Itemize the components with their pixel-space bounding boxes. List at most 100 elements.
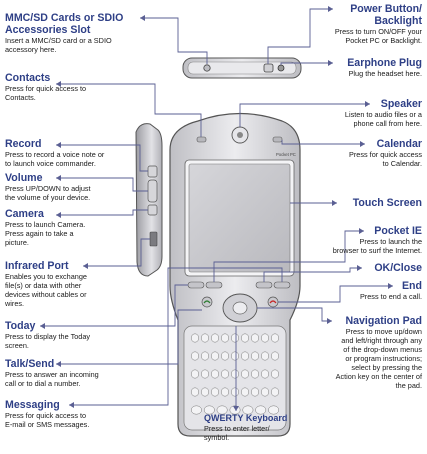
label-record: Record Press to record a voice note or t… <box>5 138 104 168</box>
keyboard-key[interactable] <box>250 333 260 343</box>
leader-camera <box>56 209 148 216</box>
keyboard-key[interactable] <box>240 387 250 397</box>
label-nav-pad-title: Navigation Pad <box>345 315 422 327</box>
keyboard-key[interactable] <box>220 369 230 379</box>
label-nav-pad-desc-1: Press to move up/down <box>345 327 422 336</box>
arrow-messaging <box>69 402 74 408</box>
action-key[interactable] <box>232 301 248 315</box>
keyboard-key[interactable] <box>200 333 210 343</box>
power-button[interactable] <box>263 63 274 73</box>
arrow-volume <box>56 175 61 181</box>
camera-button[interactable] <box>147 204 158 216</box>
keyboard-key[interactable] <box>250 369 260 379</box>
keyboard-key[interactable] <box>190 351 200 361</box>
label-qwerty: QWERTY Keyboard Press to enter letter/ s… <box>204 413 287 442</box>
calendar-button[interactable] <box>272 136 283 143</box>
keyboard-key[interactable] <box>190 387 200 397</box>
label-power-title2: Backlight <box>374 15 422 27</box>
keyboard-key[interactable] <box>216 405 228 415</box>
label-power-title: Power Button/ <box>350 3 422 15</box>
keyboard-key[interactable] <box>240 333 250 343</box>
label-infrared-desc-2: file(s) or data with other <box>5 281 82 290</box>
keyboard-key[interactable] <box>260 387 270 397</box>
keyboard-key[interactable] <box>220 333 230 343</box>
keyboard-key[interactable] <box>250 387 260 397</box>
messaging-key[interactable] <box>273 281 291 289</box>
label-touch-screen-title: Touch Screen <box>352 197 422 209</box>
label-record-title: Record <box>5 138 42 150</box>
label-camera: Camera Press to launch Camera. Press aga… <box>5 208 85 247</box>
label-end-title: End <box>401 280 422 292</box>
label-camera-title: Camera <box>5 208 44 220</box>
keyboard-key[interactable] <box>200 387 210 397</box>
keyboard-key[interactable] <box>210 351 220 361</box>
label-calendar-desc-2: to Calendar. <box>382 159 422 168</box>
label-messaging-desc-1: Press for quick access to <box>5 411 87 420</box>
pocket-ie-key[interactable] <box>205 281 223 289</box>
label-record-desc-2: to launch voice commander. <box>5 159 96 168</box>
label-pocket-ie-desc-1: Press to launch the <box>359 237 422 246</box>
brand-text: Pocket PC <box>276 152 296 157</box>
device-side-view <box>135 123 163 277</box>
keyboard-key[interactable] <box>242 405 254 415</box>
keyboard-key[interactable] <box>240 351 250 361</box>
phone-green-icon <box>203 300 211 304</box>
keyboard-key[interactable] <box>230 369 240 379</box>
label-messaging-desc-2: E-mail or SMS messages. <box>5 420 90 429</box>
volume-button[interactable] <box>147 179 158 203</box>
label-mmc-sd-title: MMC/SD Cards or SDIO <box>5 12 124 24</box>
label-pocket-ie-title: Pocket IE <box>374 225 422 237</box>
leader-end <box>278 285 393 303</box>
keyboard-key[interactable] <box>270 387 280 397</box>
label-volume-title: Volume <box>5 172 43 184</box>
leader-volume <box>56 177 148 192</box>
keyboard-key[interactable] <box>260 369 270 379</box>
label-ok-close-title: OK/Close <box>374 262 422 274</box>
arrow-pocketie <box>359 228 364 234</box>
end-key[interactable] <box>267 296 279 308</box>
touch-screen[interactable] <box>188 163 291 273</box>
keyboard-key[interactable] <box>270 351 280 361</box>
keyboard-key[interactable] <box>190 405 202 415</box>
keyboard-key[interactable] <box>230 333 240 343</box>
keyboard-key[interactable] <box>270 333 280 343</box>
label-earphone-desc-1: Plug the headset here. <box>348 69 422 78</box>
talk-send-key[interactable] <box>201 296 213 308</box>
today-key[interactable] <box>187 281 205 289</box>
sd-slot-top <box>203 64 211 72</box>
keyboard-key[interactable] <box>190 369 200 379</box>
ok-close-key[interactable] <box>255 281 273 289</box>
keyboard-key[interactable] <box>250 351 260 361</box>
keyboard-key[interactable] <box>190 333 200 343</box>
keyboard-key[interactable] <box>220 387 230 397</box>
keyboard-key[interactable] <box>270 369 280 379</box>
keyboard-key[interactable] <box>200 369 210 379</box>
keyboard-key[interactable] <box>260 351 270 361</box>
keyboard-key[interactable] <box>230 387 240 397</box>
record-button[interactable] <box>147 165 158 178</box>
keyboard-key[interactable] <box>210 387 220 397</box>
keyboard-key[interactable] <box>203 405 215 415</box>
label-infrared-desc-1: Enables you to exchange <box>5 272 87 281</box>
label-pocket-ie-desc-2: browser to surf the Internet. <box>332 246 422 255</box>
keyboard-key[interactable] <box>200 351 210 361</box>
keyboard-key[interactable] <box>240 369 250 379</box>
label-power: Power Button/ Backlight Press to turn ON… <box>335 3 422 45</box>
leader-mmc <box>140 17 208 64</box>
contacts-button[interactable] <box>196 136 207 143</box>
keyboard-key[interactable] <box>210 333 220 343</box>
label-talk-send-desc-1: Press to answer an incoming <box>5 370 99 379</box>
device-top-view <box>182 57 302 79</box>
label-earphone: Earphone Plug Plug the headset here. <box>347 57 422 78</box>
keyboard-key[interactable] <box>220 351 230 361</box>
keyboard-key[interactable] <box>210 369 220 379</box>
label-nav-pad-desc-7: the pad. <box>395 381 422 390</box>
keyboard-key[interactable] <box>260 333 270 343</box>
keyboard-key[interactable] <box>230 351 240 361</box>
label-camera-desc-1: Press to launch Camera. <box>5 220 86 229</box>
keyboard-key[interactable] <box>268 405 280 415</box>
keyboard-key[interactable] <box>255 405 267 415</box>
infrared-port <box>149 231 158 247</box>
label-speaker-title: Speaker <box>380 98 422 110</box>
